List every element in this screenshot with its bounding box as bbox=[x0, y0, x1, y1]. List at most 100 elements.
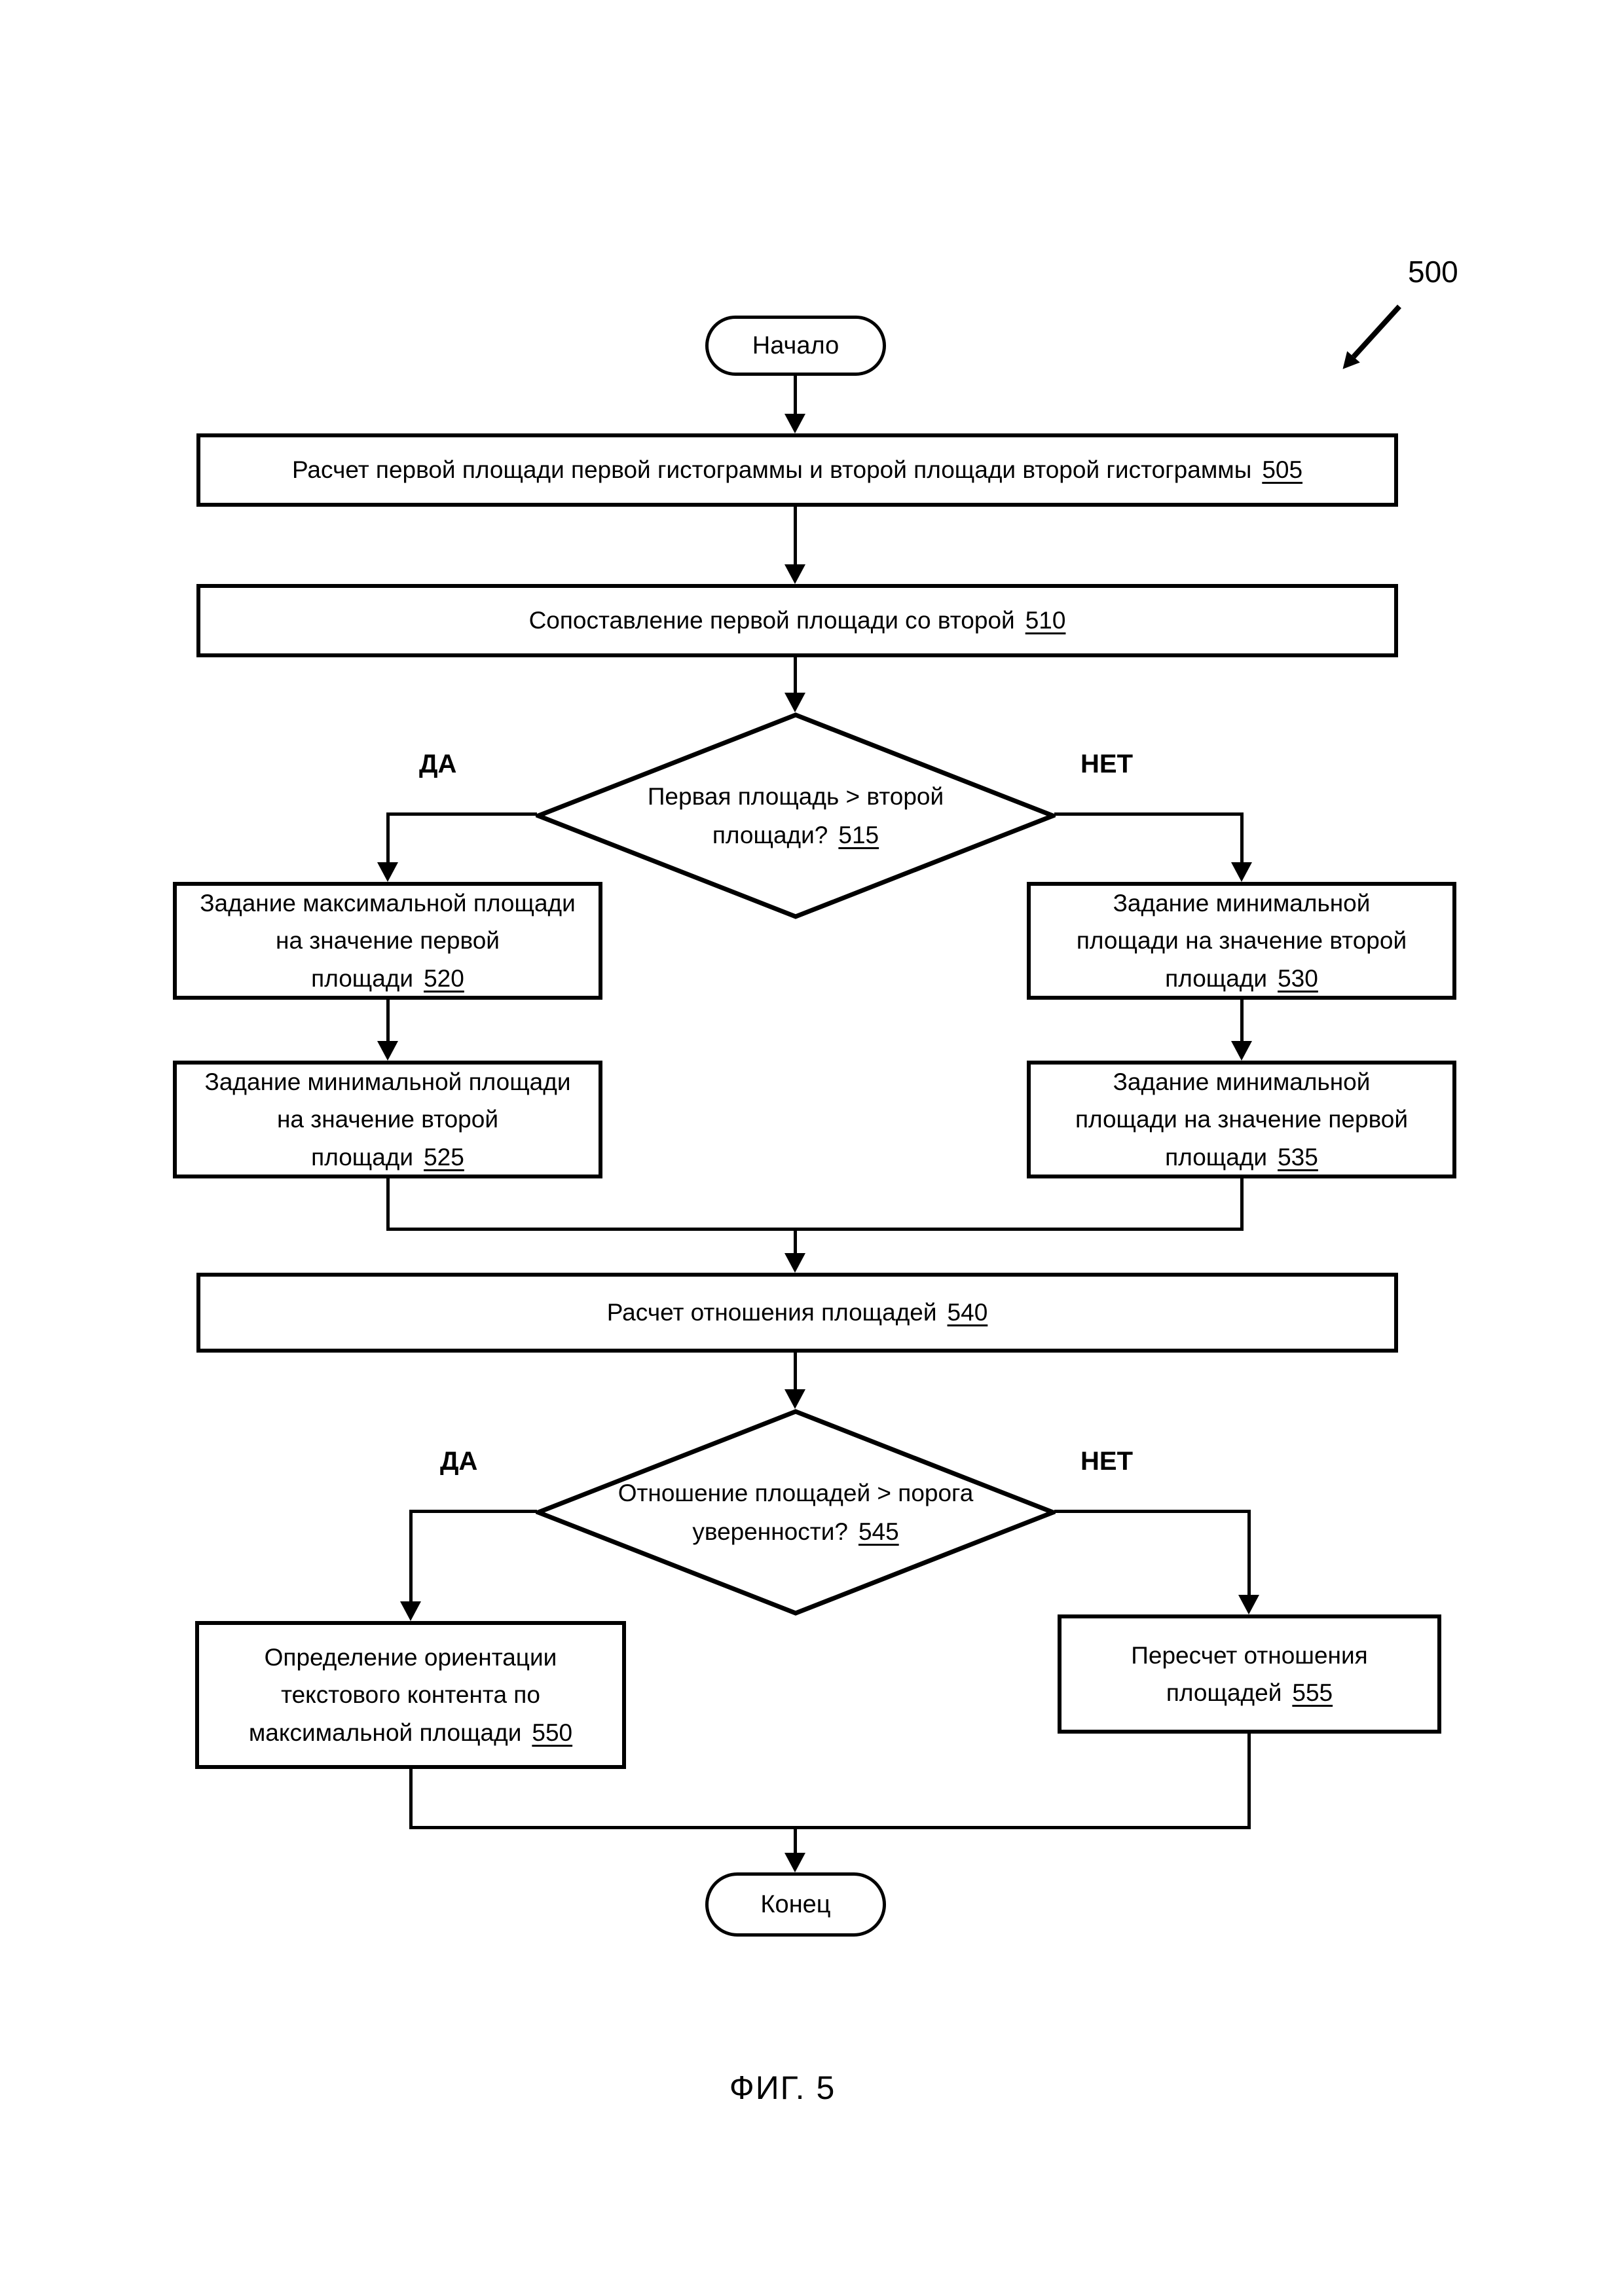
edge-530-to-535-line bbox=[1240, 1000, 1244, 1043]
decision-diamond-515-text: Первая площадь > второй площади? 515 bbox=[536, 712, 1056, 919]
branch-label-no-545: НЕТ bbox=[1080, 1447, 1133, 1476]
figure-caption: ФИГ. 5 bbox=[729, 2069, 836, 2106]
process-box-550-label2: текстового контента по bbox=[281, 1681, 540, 1709]
process-box-520-ref: 520 bbox=[424, 964, 464, 992]
decision-515-line1: Первая площадь > второй bbox=[648, 777, 944, 816]
process-box-535-line3: площади 535 bbox=[1165, 1139, 1318, 1176]
edge-525-merge-vline bbox=[386, 1178, 390, 1231]
process-box-530-label1: Задание минимальной bbox=[1113, 889, 1371, 917]
edge-merge1-to-540-arrowhead-icon bbox=[784, 1253, 805, 1273]
figure-reference-number: 500 bbox=[1408, 255, 1458, 289]
process-box-555-ref: 555 bbox=[1292, 1679, 1333, 1706]
process-box-535: Задание минимальной площади на значение … bbox=[1027, 1061, 1456, 1178]
process-box-510: Сопоставление первой площади со второй 51… bbox=[196, 584, 1398, 657]
figure-reference-arrow-icon bbox=[1342, 304, 1401, 369]
process-box-505: Расчет первой площади первой гистограммы… bbox=[196, 433, 1398, 507]
process-box-510-ref: 510 bbox=[1025, 607, 1066, 634]
process-box-525-line3: площади 525 bbox=[311, 1139, 464, 1176]
process-box-550-line1: Определение ориентации bbox=[265, 1639, 557, 1676]
process-box-535-line1: Задание минимальной bbox=[1113, 1063, 1371, 1101]
process-box-550-ref: 550 bbox=[532, 1719, 573, 1746]
decision-diamond-545: Отношение площадей > порога уверенности?… bbox=[536, 1409, 1056, 1616]
process-box-535-label3: площади bbox=[1165, 1143, 1268, 1171]
edge-535-merge-vline bbox=[1240, 1178, 1244, 1231]
terminal-end: Конец bbox=[705, 1872, 886, 1937]
process-box-550-line3: максимальной площади 550 bbox=[249, 1714, 572, 1751]
edge-515-yes-vline bbox=[386, 812, 390, 867]
process-box-520-line2: на значение первой bbox=[276, 922, 500, 959]
branch-label-no-515: НЕТ bbox=[1080, 750, 1133, 778]
process-box-525-line1: Задание минимальной площади bbox=[205, 1063, 571, 1101]
edge-merge1-hline bbox=[386, 1228, 1244, 1231]
process-box-505-textline: Расчет первой площади первой гистограммы… bbox=[292, 451, 1302, 488]
terminal-start-label: Начало bbox=[752, 331, 840, 359]
process-box-525: Задание минимальной площади на значение … bbox=[173, 1061, 602, 1178]
decision-diamond-515-shape bbox=[536, 712, 1056, 919]
terminal-start: Начало bbox=[705, 316, 886, 376]
process-box-555-line2: площадей 555 bbox=[1166, 1674, 1333, 1711]
process-box-530: Задание минимальной площади на значение … bbox=[1027, 882, 1456, 1000]
edge-545-no-arrowhead-icon bbox=[1238, 1595, 1259, 1614]
process-box-525-line2: на значение второй bbox=[277, 1101, 498, 1138]
decision-545-label1: Отношение площадей > порога bbox=[618, 1479, 974, 1506]
edge-merge2-hline bbox=[409, 1826, 1251, 1829]
process-box-555-line1: Пересчет отношения bbox=[1131, 1637, 1367, 1674]
edge-merge2-to-end-line bbox=[794, 1826, 797, 1855]
edge-merge1-to-540-line bbox=[794, 1228, 797, 1255]
process-box-535-line2: площади на значение первой bbox=[1075, 1101, 1408, 1138]
edge-515-no-vline bbox=[1240, 812, 1244, 867]
process-box-510-textline: Сопоставление первой площади со второй 51… bbox=[529, 602, 1066, 639]
edge-550-merge-vline bbox=[409, 1769, 413, 1829]
process-box-525-label2: на значение второй bbox=[276, 1106, 499, 1133]
decision-diamond-545-text: Отношение площадей > порога уверенности?… bbox=[536, 1409, 1056, 1616]
process-box-525-label1: Задание минимальной площади bbox=[204, 1068, 571, 1095]
edge-510-to-515-arrowhead-icon bbox=[784, 693, 805, 712]
process-box-550-label3: максимальной площади bbox=[248, 1719, 522, 1746]
branch-label-yes-545: ДА bbox=[440, 1447, 478, 1476]
process-box-525-ref: 525 bbox=[424, 1143, 464, 1171]
edge-545-yes-hline bbox=[409, 1510, 537, 1513]
decision-515-ref: 515 bbox=[838, 822, 879, 848]
process-box-520-label1: Задание максимальной площади bbox=[200, 889, 576, 917]
decision-515-label2: площади? bbox=[712, 822, 828, 848]
edge-515-yes-arrowhead-icon bbox=[377, 862, 398, 882]
edge-520-to-525-line bbox=[386, 1000, 390, 1043]
process-box-555: Пересчет отношения площадей 555 bbox=[1058, 1614, 1441, 1734]
edge-545-yes-arrowhead-icon bbox=[400, 1601, 421, 1621]
edge-start-to-505-line bbox=[794, 376, 797, 419]
process-box-520-label3: площади bbox=[311, 964, 414, 992]
decision-545-label2: уверенности? bbox=[692, 1518, 848, 1545]
decision-diamond-545-shape bbox=[536, 1409, 1056, 1616]
process-box-550-label1: Определение ориентации bbox=[264, 1643, 557, 1671]
decision-545-line2: уверенности? 545 bbox=[692, 1512, 898, 1551]
edge-540-to-545-line bbox=[794, 1353, 797, 1392]
decision-545-line1: Отношение площадей > порога bbox=[618, 1474, 974, 1512]
edge-545-no-vline bbox=[1247, 1510, 1251, 1596]
decision-515-line2: площади? 515 bbox=[712, 816, 879, 854]
process-box-530-ref: 530 bbox=[1278, 964, 1318, 992]
decision-545-ref: 545 bbox=[858, 1518, 899, 1545]
edge-merge2-to-end-arrowhead-icon bbox=[784, 1853, 805, 1872]
edge-start-to-505-arrowhead-icon bbox=[784, 414, 805, 433]
process-box-535-ref: 535 bbox=[1278, 1143, 1318, 1171]
edge-515-no-arrowhead-icon bbox=[1231, 862, 1252, 882]
process-box-555-label2: площадей bbox=[1166, 1679, 1282, 1706]
edge-555-merge-vline bbox=[1247, 1734, 1251, 1829]
edge-540-to-545-arrowhead-icon bbox=[784, 1389, 805, 1409]
process-box-550-line2: текстового контента по bbox=[281, 1676, 540, 1713]
process-box-510-label: Сопоставление первой площади со второй bbox=[528, 607, 1015, 634]
process-box-520: Задание максимальной площади на значение… bbox=[173, 882, 602, 1000]
edge-520-to-525-arrowhead-icon bbox=[377, 1041, 398, 1061]
edge-510-to-515-line bbox=[794, 657, 797, 698]
edge-515-yes-hline bbox=[386, 812, 537, 816]
edge-515-no-hline bbox=[1054, 812, 1242, 816]
edge-505-to-510-arrowhead-icon bbox=[784, 564, 805, 584]
process-box-505-ref: 505 bbox=[1262, 456, 1303, 484]
edge-505-to-510-line bbox=[794, 507, 797, 567]
process-box-540-ref: 540 bbox=[947, 1299, 988, 1326]
process-box-525-label3: площади bbox=[311, 1143, 414, 1171]
